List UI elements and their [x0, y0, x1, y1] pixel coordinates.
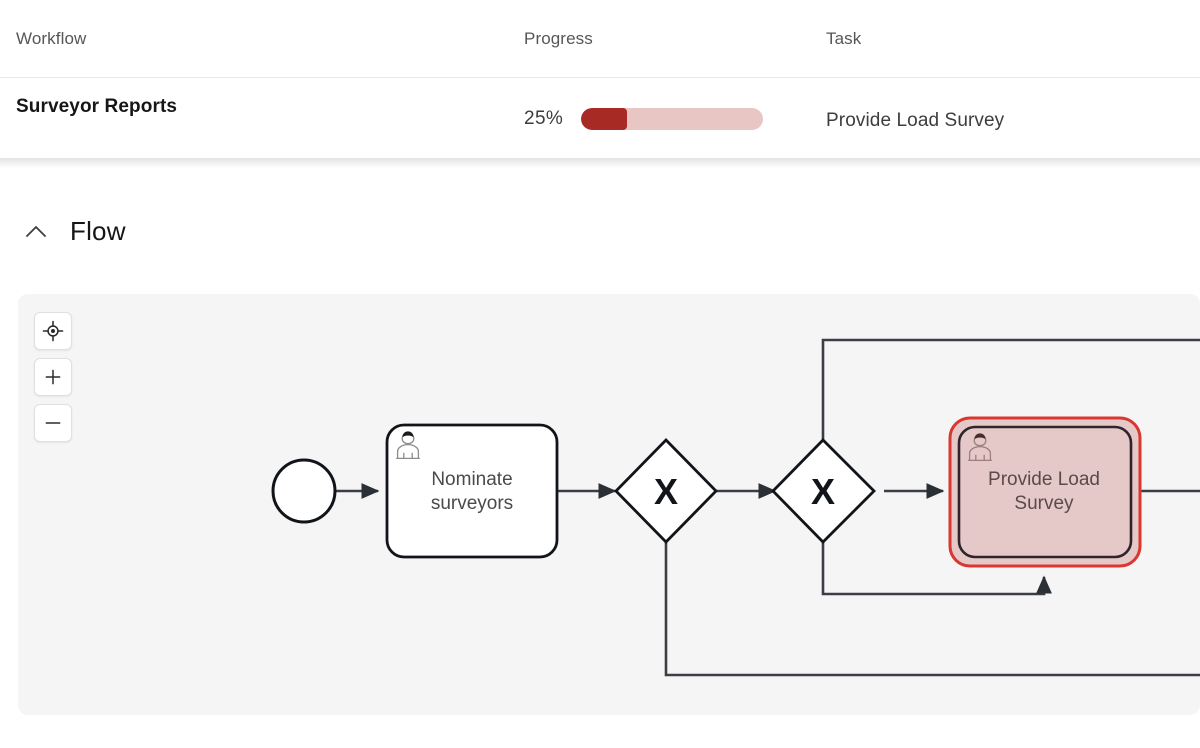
progress-percent-label: 25%	[524, 108, 564, 129]
progress-bar-fill	[581, 108, 627, 130]
zoom-in-button[interactable]	[34, 358, 72, 396]
flow-section: Flow	[0, 168, 1200, 748]
minus-icon	[43, 413, 63, 433]
node-label-provide-line2: Survey	[1014, 493, 1074, 514]
gateway-2-label: X	[811, 471, 835, 512]
bpmn-diagram-canvas[interactable]: Nominate surveyors X X	[18, 294, 1200, 715]
node-start-event[interactable]	[271, 458, 337, 524]
table-row[interactable]: Surveyor Reports 25% Provide Load Survey	[0, 78, 1200, 158]
user-task-icon	[396, 431, 420, 460]
node-user-task-nominate[interactable]: Nominate surveyors	[385, 423, 559, 559]
progress-cell: 25%	[524, 108, 764, 130]
gateway-1-label: X	[654, 471, 678, 512]
edge-top-loop-into-gateway2	[821, 338, 1200, 440]
flow-title: Flow	[70, 216, 126, 246]
workflow-name: Surveyor Reports	[16, 96, 178, 117]
table-bottom-shadow	[0, 158, 1200, 168]
user-task-icon	[968, 433, 992, 462]
node-exclusive-gateway-1[interactable]: X	[614, 438, 718, 544]
task-name: Provide Load Survey	[826, 110, 1005, 131]
diagram-zoom-controls	[34, 312, 72, 442]
plus-icon	[43, 367, 63, 387]
column-header-workflow: Workflow	[16, 29, 87, 48]
flow-section-header[interactable]: Flow	[22, 216, 126, 247]
table-header-row: Workflow Progress Task	[0, 0, 1200, 78]
edge-gateway2-loop-to-provide	[821, 542, 1053, 596]
chevron-up-icon[interactable]	[22, 218, 50, 246]
zoom-out-button[interactable]	[34, 404, 72, 442]
column-header-task: Task	[826, 29, 862, 48]
node-label-provide-line1: Provide Load	[988, 469, 1100, 490]
node-exclusive-gateway-2[interactable]: X	[771, 438, 876, 544]
crosshair-target-icon	[42, 320, 64, 342]
node-label-nominate-line1: Nominate	[431, 469, 512, 490]
edge-gateway1-bottom-branch	[664, 542, 1200, 677]
progress-bar-track	[581, 108, 764, 130]
column-header-progress: Progress	[524, 29, 593, 48]
bpmn-graph[interactable]: Nominate surveyors X X	[18, 294, 1200, 715]
fit-to-view-button[interactable]	[34, 312, 72, 350]
workflow-table: Workflow Progress Task Surveyor Reports …	[0, 0, 1200, 158]
node-user-task-provide-load-survey[interactable]: Provide Load Survey	[948, 416, 1142, 568]
node-label-nominate-line2: surveyors	[431, 493, 513, 514]
